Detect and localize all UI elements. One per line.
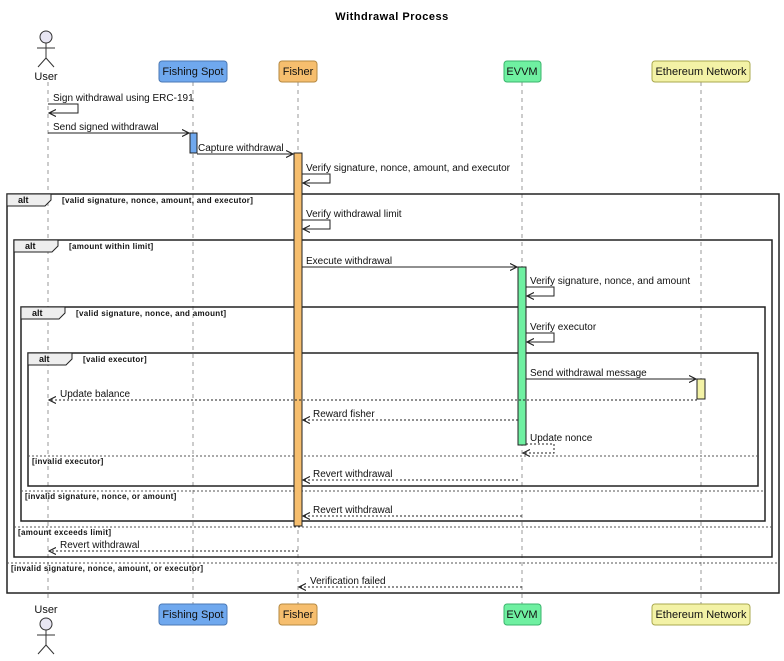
participant-label: EVVM <box>506 609 537 621</box>
svg-text:Update nonce: Update nonce <box>530 433 593 444</box>
participant-label: Ethereum Network <box>655 66 747 78</box>
participant-label: Fishing Spot <box>162 609 223 621</box>
fragment-limit-keyword: alt <box>25 241 36 251</box>
message-verify-limit: Verify withdrawal limit <box>302 209 402 229</box>
fragment-outer-else-guard: [invalid signature, nonce, amount, or ex… <box>11 564 203 573</box>
participant-fishing-spot-top: Fishing Spot <box>158 60 228 83</box>
svg-text:Send signed withdrawal: Send signed withdrawal <box>53 122 159 133</box>
fragment-signature-else-guard: [invalid signature, nonce, or amount] <box>25 492 177 501</box>
fragment-alt-executor: alt [valid executor] [invalid executor] <box>27 352 759 487</box>
activation-fisher <box>293 152 303 527</box>
fragment-alt-signature: alt [valid signature, nonce, and amount]… <box>20 306 766 522</box>
svg-text:Reward fisher: Reward fisher <box>313 409 375 420</box>
participant-fishing-spot-bottom: Fishing Spot <box>158 603 228 626</box>
svg-text:Revert withdrawal: Revert withdrawal <box>313 505 392 516</box>
fragment-outer-keyword: alt <box>18 195 29 205</box>
message-sign-withdrawal: Sign withdrawal using ERC-191 <box>48 93 194 113</box>
actor-icon <box>37 30 55 68</box>
message-verify-executor: Verify executor <box>526 322 597 342</box>
participant-label: Ethereum Network <box>655 609 747 621</box>
message-revert-limit-exceeded: Revert withdrawal <box>49 540 298 551</box>
fragment-limit-else-guard: [amount exceeds limit] <box>18 528 111 537</box>
fragment-signature-guard: [valid signature, nonce, and amount] <box>76 309 226 318</box>
svg-text:Revert withdrawal: Revert withdrawal <box>313 469 392 480</box>
message-update-balance: Update balance <box>49 389 697 400</box>
participant-label: User <box>34 604 58 616</box>
participant-ethereum-network-top: Ethereum Network <box>651 60 751 83</box>
message-revert-invalid-executor: Revert withdrawal <box>303 469 518 480</box>
fragment-alt-limit: alt [amount within limit] [amount exceed… <box>13 239 773 558</box>
participant-user-top: User <box>34 30 58 83</box>
participant-ethereum-network-bottom: Ethereum Network <box>651 603 751 626</box>
svg-text:Verify signature, nonce, and a: Verify signature, nonce, and amount <box>530 276 690 287</box>
svg-text:Capture withdrawal: Capture withdrawal <box>198 143 284 154</box>
diagram-title: Withdrawal Process <box>335 11 448 23</box>
activation-evvm <box>517 266 527 446</box>
fragment-signature-keyword: alt <box>32 308 43 318</box>
svg-text:Verify executor: Verify executor <box>530 322 597 333</box>
message-revert-invalid-signature: Revert withdrawal <box>303 505 522 516</box>
message-execute-withdrawal: Execute withdrawal <box>302 256 517 267</box>
participant-fisher-top: Fisher <box>278 60 318 83</box>
message-capture-withdrawal: Capture withdrawal <box>197 143 293 154</box>
svg-text:Update balance: Update balance <box>60 389 130 400</box>
message-reward-fisher: Reward fisher <box>303 409 518 420</box>
svg-text:Revert withdrawal: Revert withdrawal <box>60 540 139 551</box>
participant-evvm-top: EVVM <box>503 60 542 83</box>
participant-evvm-bottom: EVVM <box>503 603 542 626</box>
fragment-limit-guard: [amount within limit] <box>69 242 154 251</box>
message-verify-signature-nonce-amount: Verify signature, nonce, and amount <box>526 276 690 296</box>
message-send-withdrawal-message: Send withdrawal message <box>526 368 696 379</box>
message-send-signed-withdrawal: Send signed withdrawal <box>48 122 189 133</box>
fragment-executor-keyword: alt <box>39 354 50 364</box>
svg-text:Verification failed: Verification failed <box>310 576 386 587</box>
actor-icon <box>37 617 55 655</box>
fragment-outer-guard: [valid signature, nonce, amount, and exe… <box>62 196 253 205</box>
message-verification-failed: Verification failed <box>299 576 522 587</box>
svg-text:Send withdrawal message: Send withdrawal message <box>530 368 647 379</box>
message-update-nonce: Update nonce <box>523 433 593 453</box>
participant-fisher-bottom: Fisher <box>278 603 318 626</box>
participant-user-bottom: User <box>34 604 58 655</box>
svg-text:Verify withdrawal limit: Verify withdrawal limit <box>306 209 402 220</box>
participant-label: Fisher <box>283 66 314 78</box>
participant-label: Fisher <box>283 609 314 621</box>
svg-text:Sign withdrawal using ERC-191: Sign withdrawal using ERC-191 <box>53 93 194 104</box>
activation-fishing-spot <box>189 132 198 154</box>
participant-label: User <box>34 71 58 83</box>
participant-label: EVVM <box>506 66 537 78</box>
svg-text:Verify signature, nonce, amoun: Verify signature, nonce, amount, and exe… <box>306 163 511 174</box>
svg-text:Execute withdrawal: Execute withdrawal <box>306 256 392 267</box>
activation-ethereum-network <box>696 378 706 400</box>
fragment-alt-outer: alt [valid signature, nonce, amount, and… <box>6 193 780 594</box>
fragment-executor-guard: [valid executor] <box>83 355 147 364</box>
fragment-executor-else-guard: [invalid executor] <box>32 457 104 466</box>
message-verify-all: Verify signature, nonce, amount, and exe… <box>302 163 511 183</box>
participant-label: Fishing Spot <box>162 66 223 78</box>
